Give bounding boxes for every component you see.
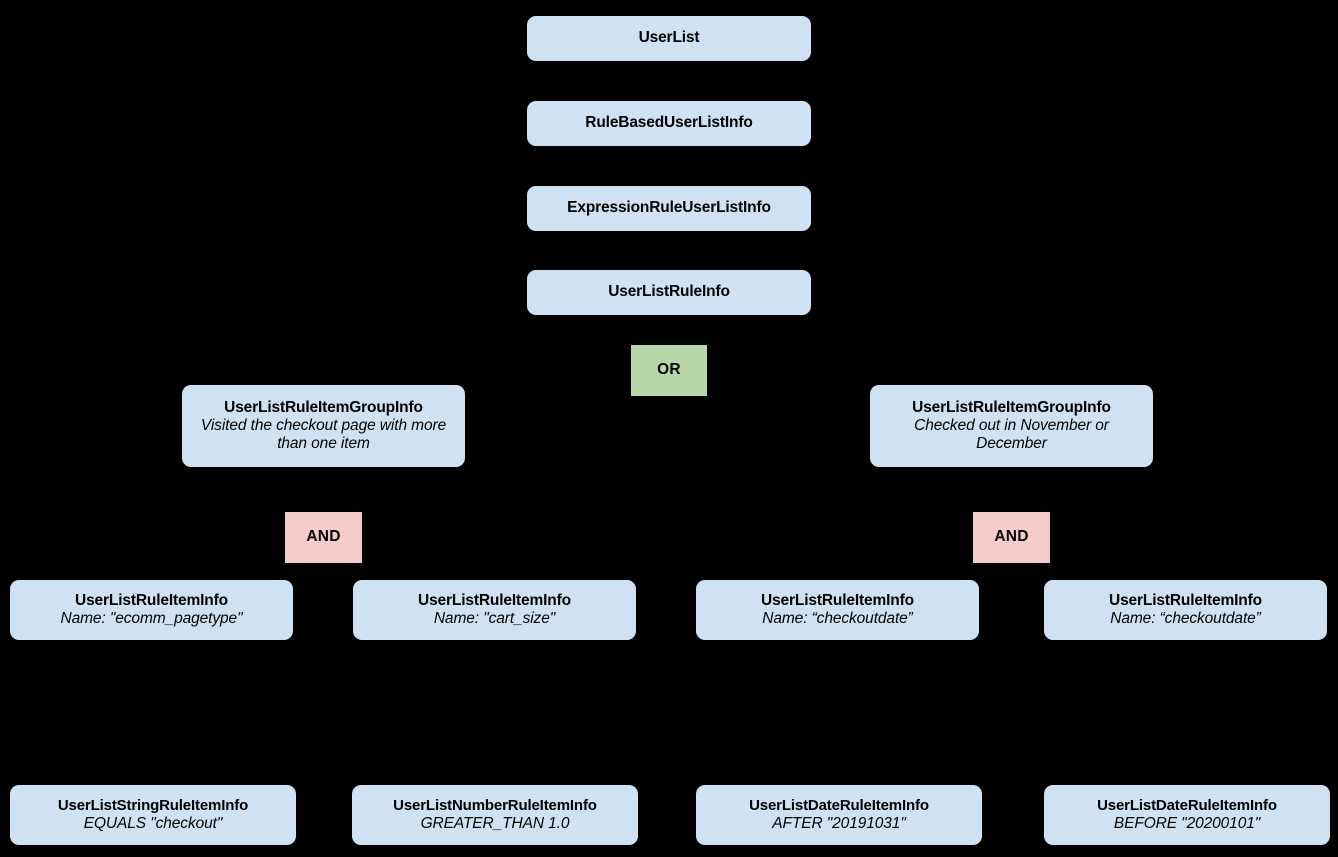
- operator-label: AND: [994, 528, 1029, 546]
- node-subtitle: Checked out in November or December: [914, 416, 1109, 453]
- node-rule-item-4[interactable]: UserListRuleItemInfo Name: “checkoutdate…: [1044, 580, 1327, 640]
- node-expression-rule-user-list-info[interactable]: ExpressionRuleUserListInfo: [527, 186, 811, 231]
- node-leaf-number-rule-item[interactable]: UserListNumberRuleItemInfo GREATER_THAN …: [352, 785, 638, 845]
- operator-or[interactable]: OR: [631, 345, 707, 396]
- node-title: UserListStringRuleItemInfo: [57, 797, 249, 815]
- node-subtitle: GREATER_THAN 1.0: [420, 814, 570, 832]
- node-title: UserListDateRuleItemInfo: [1097, 797, 1277, 815]
- node-rule-item-1[interactable]: UserListRuleItemInfo Name: "ecomm_pagety…: [10, 580, 293, 640]
- node-title: UserListRuleItemGroupInfo: [912, 398, 1111, 416]
- operator-and-left[interactable]: AND: [285, 512, 362, 563]
- node-subtitle: Name: “checkoutdate”: [1110, 610, 1261, 627]
- node-group-left[interactable]: UserListRuleItemGroupInfo Visited the ch…: [182, 385, 465, 467]
- node-rule-item-2[interactable]: UserListRuleItemInfo Name: "cart_size": [353, 580, 636, 640]
- node-title: RuleBasedUserListInfo: [585, 114, 753, 132]
- node-title: UserListDateRuleItemInfo: [749, 797, 929, 815]
- node-user-list-rule-info[interactable]: UserListRuleInfo: [527, 270, 811, 315]
- node-leaf-date-rule-item-after[interactable]: UserListDateRuleItemInfo AFTER "20191031…: [696, 785, 982, 845]
- operator-label: AND: [306, 528, 341, 546]
- node-title: UserListRuleItemInfo: [761, 591, 914, 609]
- node-group-right[interactable]: UserListRuleItemGroupInfo Checked out in…: [870, 385, 1153, 467]
- node-title: ExpressionRuleUserListInfo: [567, 199, 771, 217]
- node-title: UserListRuleItemGroupInfo: [224, 398, 423, 416]
- node-title: UserListNumberRuleItemInfo: [393, 797, 597, 815]
- node-subtitle: Name: "cart_size": [433, 610, 556, 627]
- node-title: UserListRuleItemInfo: [75, 591, 228, 609]
- node-subtitle: Name: “checkoutdate”: [762, 610, 913, 627]
- node-subtitle: BEFORE "20200101": [1113, 814, 1261, 832]
- node-title: UserListRuleItemInfo: [1109, 591, 1262, 609]
- node-title: UserListRuleInfo: [608, 283, 730, 301]
- node-user-list[interactable]: UserList: [527, 16, 811, 61]
- node-leaf-string-rule-item[interactable]: UserListStringRuleItemInfo EQUALS "check…: [10, 785, 296, 845]
- node-leaf-date-rule-item-before[interactable]: UserListDateRuleItemInfo BEFORE "2020010…: [1044, 785, 1330, 845]
- node-title: UserList: [638, 29, 700, 47]
- operator-and-right[interactable]: AND: [973, 512, 1050, 563]
- node-subtitle: Visited the checkout page with more than…: [200, 416, 447, 453]
- node-rule-item-3[interactable]: UserListRuleItemInfo Name: “checkoutdate…: [696, 580, 979, 640]
- node-subtitle: Name: "ecomm_pagetype": [60, 610, 243, 627]
- node-subtitle: AFTER "20191031": [772, 814, 906, 832]
- node-subtitle: EQUALS "checkout": [83, 814, 223, 832]
- operator-label: OR: [657, 361, 681, 379]
- node-title: UserListRuleItemInfo: [418, 591, 571, 609]
- node-rule-based-user-list-info[interactable]: RuleBasedUserListInfo: [527, 101, 811, 146]
